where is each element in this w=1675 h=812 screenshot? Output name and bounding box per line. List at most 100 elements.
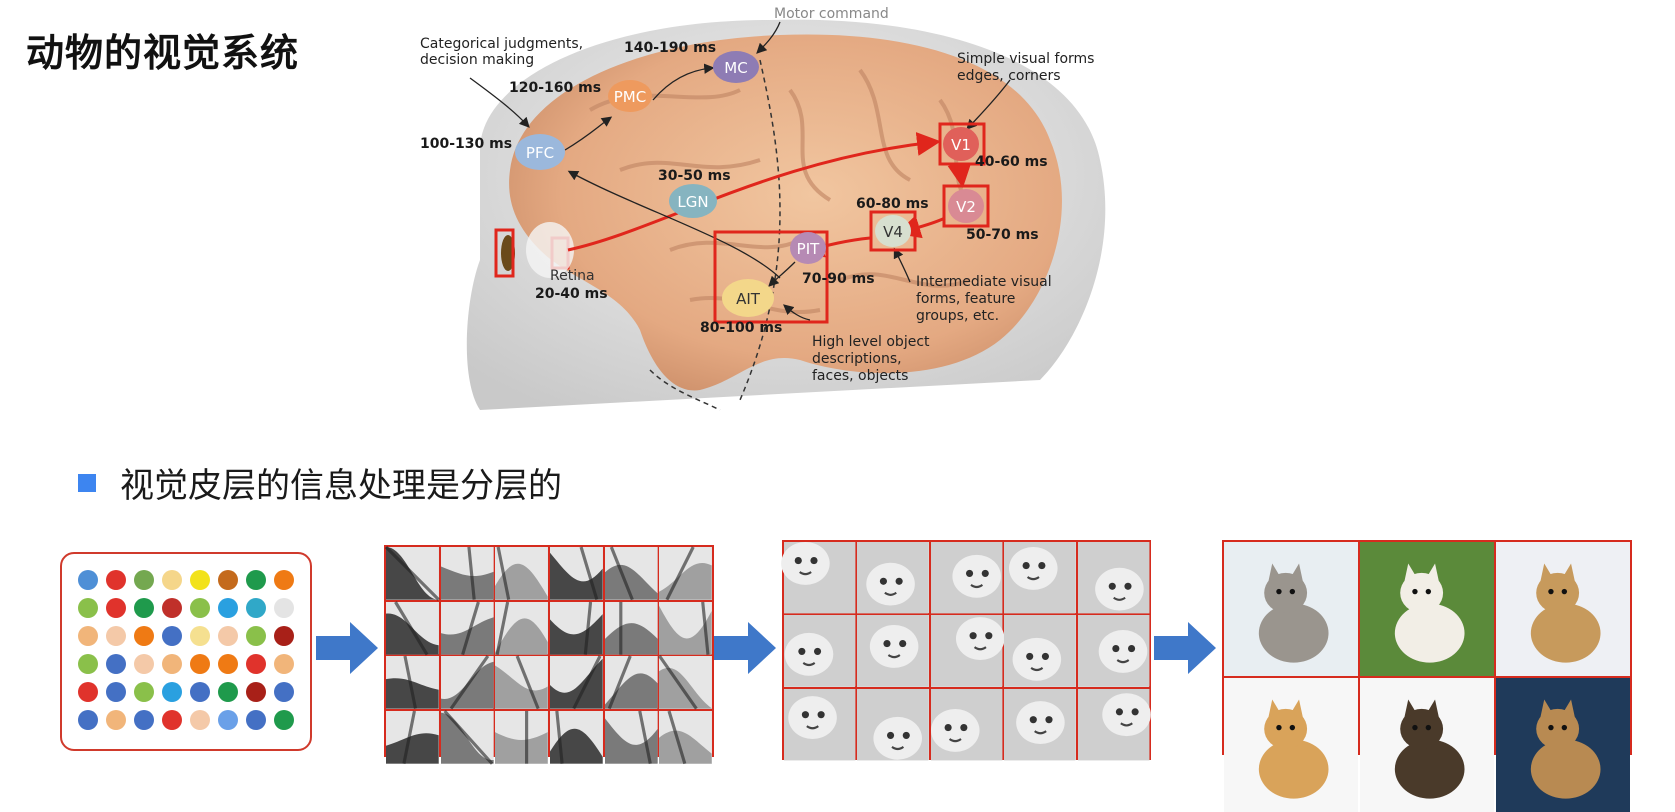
pixel-dot xyxy=(106,570,126,590)
svg-text:V4: V4 xyxy=(883,223,903,241)
timing-pmc: 120-160 ms xyxy=(509,80,601,96)
edge-feature-cell xyxy=(386,600,439,656)
edge-feature-cell xyxy=(384,545,440,601)
edge-feature-cell xyxy=(604,710,658,764)
note-simple-2: edges, corners xyxy=(957,68,1061,84)
part-feature-cell xyxy=(1077,542,1149,614)
note-intermediate-3: groups, etc. xyxy=(916,308,999,324)
pixel-dot xyxy=(106,710,126,730)
edge-feature-cell xyxy=(386,710,439,764)
edge-feature-cell xyxy=(495,711,548,764)
bullet-text: 视觉皮层的信息处理是分层的 xyxy=(120,466,562,506)
pixel-dot xyxy=(246,570,266,590)
pixel-dot xyxy=(134,710,154,730)
timing-pfc: 100-130 ms xyxy=(420,136,512,152)
edge-feature-cell xyxy=(659,710,712,765)
animal-photo-cell xyxy=(1496,678,1630,812)
animal-photo-cell xyxy=(1224,678,1358,812)
svg-text:MC: MC xyxy=(724,59,747,77)
pixel-dot xyxy=(218,710,238,730)
pixel-grid-panel xyxy=(60,552,312,751)
area-v1: V1 xyxy=(943,127,979,161)
part-feature-cell xyxy=(857,688,929,761)
pixel-dot xyxy=(190,570,210,590)
pixel-dot xyxy=(106,654,126,674)
edge-feature-cell xyxy=(604,601,658,655)
retina-label: Retina xyxy=(550,268,595,284)
timing-ait: 80-100 ms xyxy=(700,320,782,336)
edge-feature-cell xyxy=(550,710,603,764)
svg-text:V2: V2 xyxy=(956,198,976,216)
pixel-dot xyxy=(162,654,182,674)
animal-photo-cell xyxy=(1360,542,1494,676)
edge-feature-cell xyxy=(440,601,494,655)
part-feature-cell xyxy=(1077,615,1149,687)
note-categorical-1: Categorical judgments, xyxy=(420,36,583,52)
pixel-dot xyxy=(134,598,154,618)
svg-text:V1: V1 xyxy=(951,136,971,154)
part-feature-cell xyxy=(930,688,1003,761)
pixel-dot xyxy=(190,710,210,730)
area-v4: V4 xyxy=(875,215,911,247)
pixel-dot xyxy=(190,654,210,674)
pixel-dot xyxy=(246,682,266,702)
pixel-dot xyxy=(134,682,154,702)
pixel-dot xyxy=(274,570,294,590)
pixel-dot xyxy=(106,682,126,702)
svg-text:AIT: AIT xyxy=(736,290,761,308)
note-high-level-3: faces, objects xyxy=(812,368,908,384)
area-v2: V2 xyxy=(948,189,984,223)
timing-v1: 40-60 ms xyxy=(975,154,1048,170)
timing-retina: 20-40 ms xyxy=(535,286,608,302)
pixel-dot xyxy=(218,598,238,618)
pixel-dot xyxy=(78,570,98,590)
pixel-dot xyxy=(162,570,182,590)
arrow-right-icon xyxy=(1154,622,1216,674)
brain-diagram: MC PMC PFC LGN V1 V2 V4 PIT AIT 140-190 … xyxy=(420,6,1106,411)
svg-text:PMC: PMC xyxy=(614,88,646,106)
pixel-dot xyxy=(246,710,266,730)
pixel-dot xyxy=(78,682,98,702)
pixel-dot xyxy=(78,626,98,646)
area-pit: PIT xyxy=(790,232,826,264)
timing-mc: 140-190 ms xyxy=(624,40,716,56)
edge-feature-cell xyxy=(659,601,712,655)
area-pfc: PFC xyxy=(515,134,565,170)
pixel-dot xyxy=(274,626,294,646)
pixel-dot xyxy=(274,598,294,618)
edge-feature-cell xyxy=(495,655,548,710)
note-intermediate-1: Intermediate visual xyxy=(916,274,1052,290)
area-pmc: PMC xyxy=(608,80,652,112)
svg-text:LGN: LGN xyxy=(677,193,708,211)
pixel-dot xyxy=(78,654,98,674)
note-intermediate-2: forms, feature xyxy=(916,291,1015,307)
object-images-grid xyxy=(1222,540,1632,812)
timing-pit: 70-90 ms xyxy=(802,271,875,287)
pixel-dot xyxy=(134,626,154,646)
bullet-row: 视觉皮层的信息处理是分层的 xyxy=(78,458,562,507)
part-feature-cell xyxy=(930,615,1005,687)
part-feature-cell xyxy=(1004,615,1076,687)
animal-photo-cell xyxy=(1224,542,1358,676)
edge-feature-cell xyxy=(604,655,658,710)
timing-v2: 50-70 ms xyxy=(966,227,1039,243)
edge-feature-cell xyxy=(440,709,494,765)
timing-lgn: 30-50 ms xyxy=(658,168,731,184)
pixel-dot xyxy=(162,682,182,702)
pixel-dot xyxy=(274,710,294,730)
part-feature-cell xyxy=(1004,688,1076,761)
part-feature-cell xyxy=(857,615,929,687)
arrow-right-icon xyxy=(714,622,776,674)
svg-text:PIT: PIT xyxy=(797,240,820,258)
edge-feature-cell xyxy=(604,546,658,601)
edge-feature-cell xyxy=(659,546,712,601)
svg-text:PFC: PFC xyxy=(526,144,554,162)
page-title: 动物的视觉系统 xyxy=(26,31,300,75)
pixel-dot xyxy=(106,626,126,646)
edge-feature-cell xyxy=(440,655,494,710)
pixel-dot xyxy=(78,598,98,618)
pixel-dot xyxy=(190,626,210,646)
note-categorical-2: decision making xyxy=(420,52,534,68)
pixel-dot xyxy=(218,654,238,674)
pixel-dot xyxy=(190,682,210,702)
